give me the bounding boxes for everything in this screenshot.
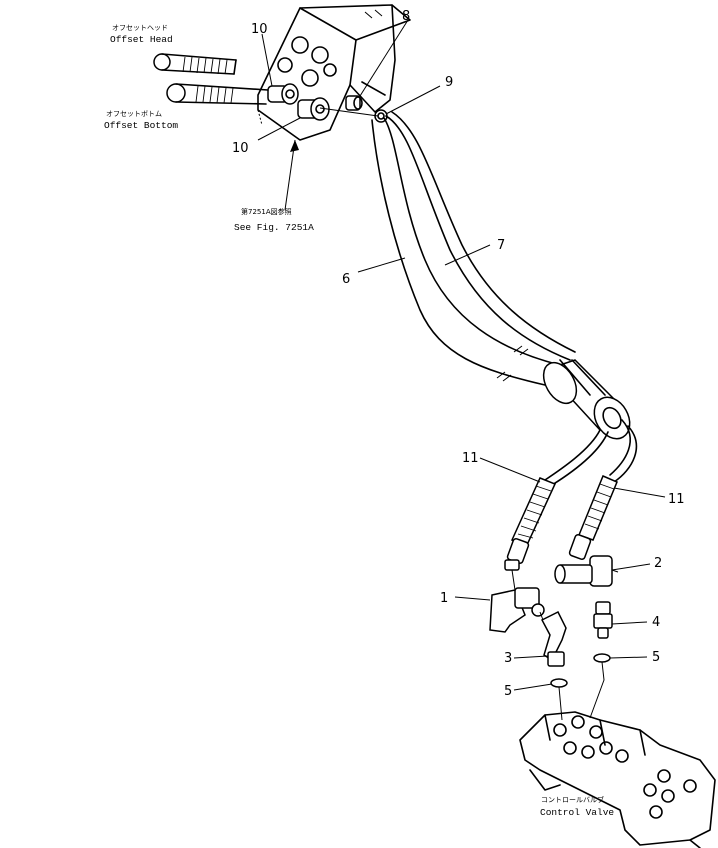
- caption-offset-head-jp: オフセットヘッド: [112, 24, 168, 32]
- hose-assembly-11-left: [504, 477, 557, 571]
- protective-sleeve: [542, 359, 631, 440]
- offset-head-pipe: [153, 53, 237, 75]
- o-ring-5-left: [550, 678, 568, 688]
- callout-6: 6: [342, 272, 350, 287]
- caption-see-fig-jp: 第7251A図参照: [241, 207, 292, 216]
- fitting-2: [554, 555, 619, 587]
- caption-see-fig-en: See Fig. 7251A: [234, 222, 314, 233]
- callout-8: 8: [402, 9, 410, 24]
- caption-offset-bottom-en: Offset Bottom: [104, 120, 178, 131]
- caption-control-valve-jp: コントロールバルブ: [541, 795, 604, 804]
- callout-2: 2: [654, 556, 662, 571]
- callout-11-left: 11: [462, 451, 479, 466]
- callout-1: 1: [440, 591, 448, 606]
- fitting-10-upper: [267, 83, 299, 105]
- offset-valve-block: [257, 4, 411, 141]
- caption-offset-bottom-jp: オフセットボトム: [106, 110, 162, 118]
- callout-4: 4: [652, 615, 660, 630]
- callout-5-left: 5: [504, 684, 512, 699]
- adapter-4: [593, 601, 613, 639]
- hose-7: [385, 111, 576, 361]
- callout-11-right: 11: [668, 492, 685, 507]
- callout-10-upper: 10: [251, 22, 268, 37]
- callout-7: 7: [497, 238, 505, 253]
- caption-control-valve-en: Control Valve: [540, 807, 614, 818]
- control-valve: [519, 711, 716, 848]
- elbow-fitting-1: [489, 569, 545, 633]
- callout-3: 3: [504, 651, 512, 666]
- fitting-10-lower: [297, 97, 330, 121]
- callout-9: 9: [445, 75, 453, 90]
- callout-5-right: 5: [652, 650, 660, 665]
- caption-offset-head-en: Offset Head: [110, 34, 173, 45]
- elbow-adapter-3: [539, 610, 567, 667]
- o-ring-5-right: [593, 653, 611, 663]
- callout-10-lower: 10: [232, 141, 249, 156]
- hose-6: [371, 117, 561, 386]
- hose-assembly-11-right: [568, 475, 618, 560]
- offset-bottom-pipe: [166, 83, 269, 105]
- fitting-8: [345, 95, 363, 111]
